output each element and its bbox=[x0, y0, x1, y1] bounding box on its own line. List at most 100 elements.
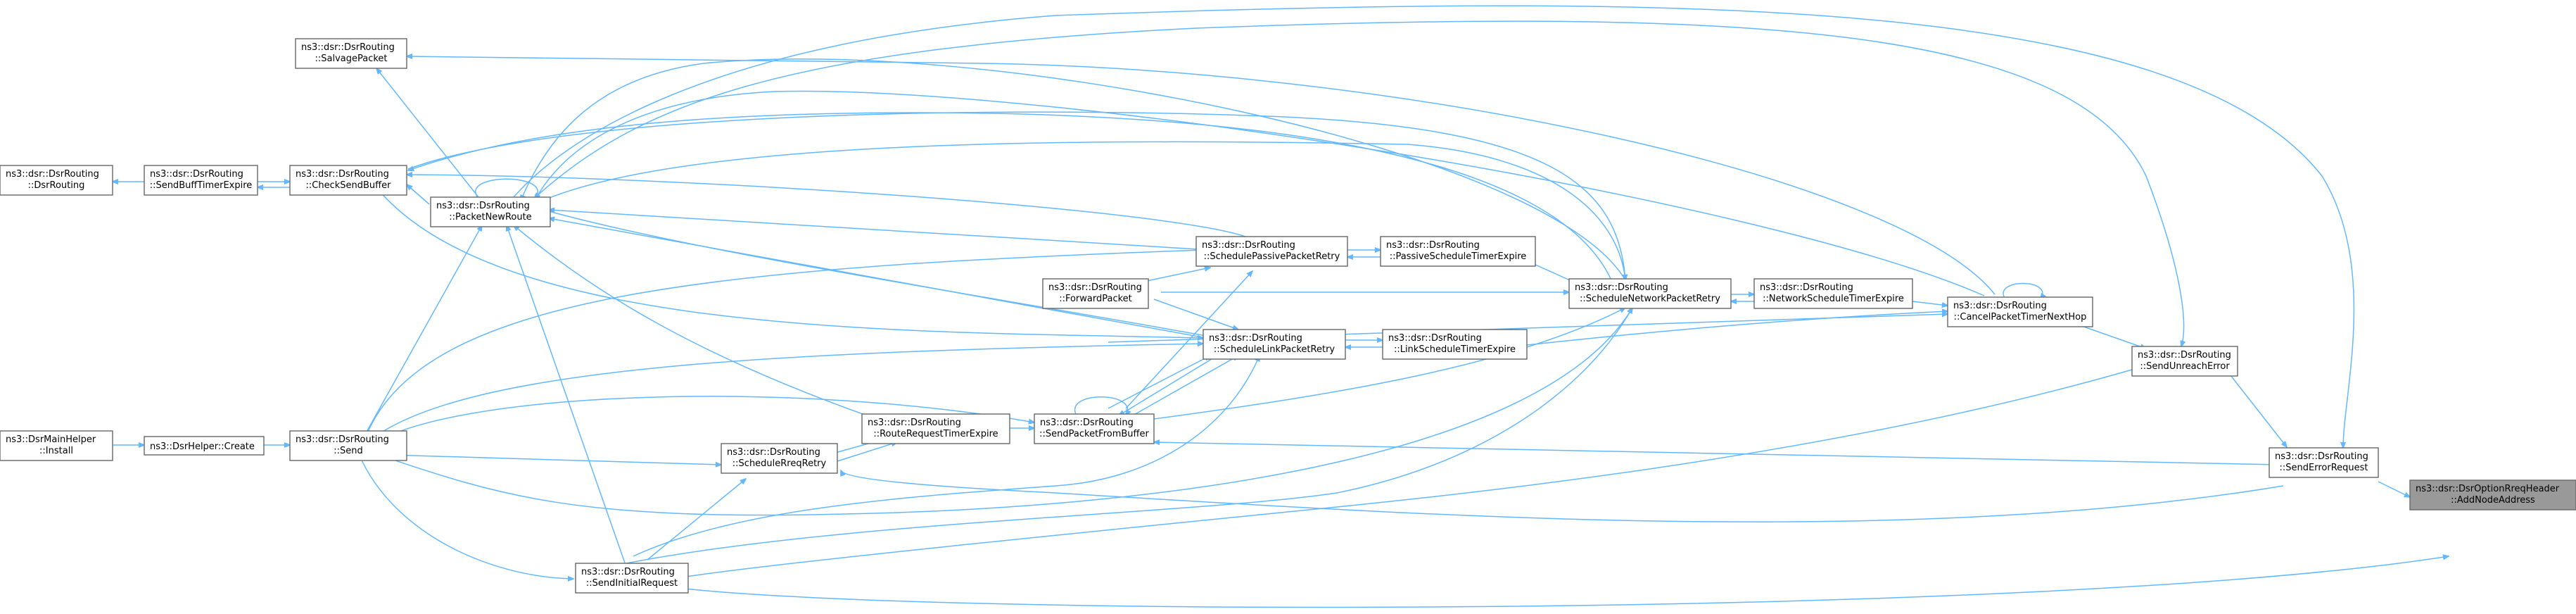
edge-schedulepassivepacketretry-packetnewroute bbox=[549, 210, 1211, 251]
node-sendbufftimerexpire[interactable]: ns3::dsr::DsrRouting::SendBuffTimerExpir… bbox=[144, 165, 258, 196]
edge-send-schedulelinkpacketretry bbox=[365, 344, 1203, 444]
node-schedulenetworkpacketretry[interactable]: ns3::dsr::DsrRouting::ScheduleNetworkPac… bbox=[1568, 278, 1732, 309]
node-box bbox=[289, 430, 407, 461]
node-box bbox=[1382, 329, 1528, 360]
node-box bbox=[575, 563, 689, 594]
node-label-line-1: ns3::dsr::DsrRouting bbox=[581, 567, 675, 577]
node-cancelpackettimernexthop[interactable]: ns3::dsr::DsrRouting::CancelPacketTimerN… bbox=[1947, 296, 2093, 327]
edge-schedulelinkpacketretry-sendpacketfrombuffer bbox=[1119, 355, 1218, 415]
node-label-line-2: ::CancelPacketTimerNextHop bbox=[1954, 312, 2087, 322]
node-label-line-2: ::SendInitialRequest bbox=[586, 578, 678, 589]
node-label-line-2: ::ScheduleNetworkPacketRetry bbox=[1580, 294, 1720, 304]
node-sendpacketfrombuffer[interactable]: ns3::dsr::DsrRouting::SendPacketFromBuff… bbox=[1034, 413, 1155, 444]
node-box bbox=[295, 38, 407, 69]
node-install[interactable]: ns3::DsrMainHelper::Install bbox=[0, 430, 113, 461]
node-checksendbuffer[interactable]: ns3::dsr::DsrRouting::CheckSendBuffer bbox=[289, 165, 407, 196]
node-box bbox=[2409, 480, 2576, 510]
edge-cancelpackettimernexthop-sendunreacherror bbox=[2075, 323, 2146, 349]
node-box bbox=[1203, 329, 1346, 360]
node-label-line-1: ns3::DsrMainHelper bbox=[6, 434, 96, 445]
edge-send-sendpacketfrombuffer bbox=[365, 396, 1034, 451]
node-label-line-2: ::ScheduleRreqRetry bbox=[732, 458, 827, 469]
node-label-line-2: ::SendPacketFromBuffer bbox=[1039, 429, 1149, 439]
node-addnodeaddress[interactable]: ns3::dsr::DsrOptionRreqHeader::AddNodeAd… bbox=[2409, 480, 2576, 510]
node-sendinitialrequest[interactable]: ns3::dsr::DsrRouting::SendInitialRequest bbox=[575, 563, 689, 594]
edge-send-schedulenetworkpacketretry bbox=[365, 308, 1632, 516]
node-passivescheduletimerexpire[interactable]: ns3::dsr::DsrRouting::PassiveScheduleTim… bbox=[1380, 236, 1536, 267]
edge-cancelpackettimernexthop-self bbox=[2003, 282, 2043, 300]
node-label-line-1: ns3::dsr::DsrRouting bbox=[1040, 418, 1134, 428]
node-label-line-1: ns3::dsr::DsrRouting bbox=[1575, 282, 1668, 293]
node-schedulelinkpacketretry[interactable]: ns3::dsr::DsrRouting::ScheduleLinkPacket… bbox=[1203, 329, 1346, 360]
edge-packetnewroute-senderrorrequest bbox=[513, 5, 2355, 448]
node-box bbox=[1568, 278, 1732, 309]
nodes: ns3::dsr::DsrOptionRreqHeader::AddNodeAd… bbox=[0, 38, 2576, 594]
edge-sendpacketfrombuffer-self bbox=[1074, 396, 1128, 415]
node-label-line-1: ns3::dsr::DsrRouting bbox=[6, 169, 99, 180]
edge-schedulepassivepacketretry-checksendbuffer bbox=[407, 175, 1253, 240]
edge-sendinitialrequest-schedulerreqretry bbox=[647, 479, 746, 560]
edge-send-packetnewroute bbox=[365, 225, 482, 434]
edge-packetnewroute-schedulenetworkpacketretry bbox=[534, 141, 1625, 280]
node-dsrrouting[interactable]: ns3::dsr::DsrRouting::DsrRouting bbox=[0, 165, 113, 196]
edge-senderrorrequest-addnodeaddress bbox=[2378, 481, 2410, 497]
node-box bbox=[430, 196, 551, 227]
node-label-line-2: ::PassiveScheduleTimerExpire bbox=[1390, 251, 1527, 262]
node-label-line-1: ns3::dsr::DsrOptionRreqHeader bbox=[2416, 484, 2560, 494]
edge-linkscheduletimerexpire-cancelpackettimernexthop bbox=[1526, 311, 1948, 346]
node-box bbox=[1034, 413, 1155, 444]
node-label-line-2: ::RouteRequestTimerExpire bbox=[873, 429, 998, 439]
node-box bbox=[0, 165, 113, 196]
node-box bbox=[1380, 236, 1536, 267]
edge-send-schedulepassivepacketretry bbox=[365, 250, 1203, 437]
node-routerequesttimerexpire[interactable]: ns3::dsr::DsrRouting::RouteRequestTimerE… bbox=[861, 413, 1010, 444]
node-forwardpacket[interactable]: ns3::dsr::DsrRouting::ForwardPacket bbox=[1042, 278, 1149, 309]
node-linkscheduletimerexpire[interactable]: ns3::dsr::DsrRouting::LinkScheduleTimerE… bbox=[1382, 329, 1528, 360]
edge-sendpacketfrombuffer-schedulelinkpacketretry bbox=[1108, 356, 1210, 409]
edge-forwardpacket-schedulepassivepacketretry bbox=[1143, 268, 1210, 282]
node-senderrorrequest[interactable]: ns3::dsr::DsrRouting::SendErrorRequest bbox=[2269, 447, 2379, 478]
edge-cancelpackettimernexthop-salvagepacket bbox=[407, 56, 1996, 295]
node-label-line-2: ::LinkScheduleTimerExpire bbox=[1394, 344, 1516, 355]
edge-forwardpacket-schedulelinkpacketretry bbox=[1153, 299, 1238, 330]
node-box bbox=[1195, 236, 1348, 267]
node-box bbox=[2269, 447, 2379, 478]
node-box bbox=[1042, 278, 1149, 309]
node-box bbox=[861, 413, 1010, 444]
edge-packetnewroute-checksendbuffer bbox=[407, 184, 430, 205]
edge-networkscheduletimerexpire-cancelpackettimernexthop bbox=[1912, 301, 1948, 306]
node-label-line-1: ns3::dsr::DsrRouting bbox=[868, 418, 961, 428]
node-salvagepacket[interactable]: ns3::dsr::DsrRouting::SalvagePacket bbox=[295, 38, 407, 69]
edge-routerequesttimerexpire-packetnewroute bbox=[514, 225, 887, 423]
node-label-line-2: ::ScheduleLinkPacketRetry bbox=[1214, 344, 1335, 355]
node-schedulerreqretry[interactable]: ns3::dsr::DsrRouting::ScheduleRreqRetry bbox=[721, 443, 838, 474]
node-schedulepassivepacketretry[interactable]: ns3::dsr::DsrRouting::SchedulePassivePac… bbox=[1195, 236, 1348, 267]
node-label-line-2: ::DsrRouting bbox=[28, 180, 85, 191]
edge-sendunreacherror-sendinitialrequest bbox=[681, 369, 2133, 577]
node-box bbox=[721, 443, 838, 474]
edge-schedulerreqretry-routerequesttimerexpire bbox=[837, 442, 897, 462]
node-send[interactable]: ns3::dsr::DsrRouting::Send bbox=[289, 430, 407, 461]
node-label-line-1: ns3::dsr::DsrRouting bbox=[1953, 301, 2047, 311]
edge-schedulenetworkpacketretry-packetnewroute bbox=[521, 58, 1626, 281]
edge-packetnewroute-self bbox=[475, 178, 538, 199]
node-networkscheduletimerexpire[interactable]: ns3::dsr::DsrRouting::NetworkScheduleTim… bbox=[1753, 278, 1913, 309]
node-label-line-2: ::SendErrorRequest bbox=[2280, 463, 2368, 473]
edge-packetnewroute-sendunreacherror bbox=[527, 20, 2183, 346]
node-label-line-2: ::SalvagePacket bbox=[315, 54, 387, 64]
node-label-line-2: ::Send bbox=[334, 446, 363, 456]
node-label-line-1: ns3::dsr::DsrRouting bbox=[2275, 451, 2368, 462]
edge-sendpacketfrombuffer-schedulelinkpacketretry-2 bbox=[1132, 356, 1238, 416]
node-label-line-1: ns3::dsr::DsrRouting bbox=[2138, 350, 2231, 361]
node-packetnewroute[interactable]: ns3::dsr::DsrRouting::PacketNewRoute bbox=[430, 196, 551, 227]
node-sendunreacherror[interactable]: ns3::dsr::DsrRouting::SendUnreachError bbox=[2131, 346, 2238, 377]
node-label-line-1: ns3::dsr::DsrRouting bbox=[1209, 333, 1302, 344]
edge-sendpacketfrombuffer-schedulenetworkpacketretry bbox=[1153, 308, 1625, 420]
node-create[interactable]: ns3::DsrHelper::Create bbox=[144, 436, 265, 456]
node-label-line-1: ns3::dsr::DsrRouting bbox=[296, 434, 389, 445]
edge-send-schedulerreqretry bbox=[365, 453, 721, 465]
node-label-line-1: ns3::dsr::DsrRouting bbox=[436, 201, 530, 211]
node-label-line-2: ::AddNodeAddress bbox=[2451, 495, 2535, 506]
edge-sendpacketfrombuffer-schedulepassivepacketretry bbox=[1125, 271, 1252, 409]
node-box bbox=[0, 430, 113, 461]
